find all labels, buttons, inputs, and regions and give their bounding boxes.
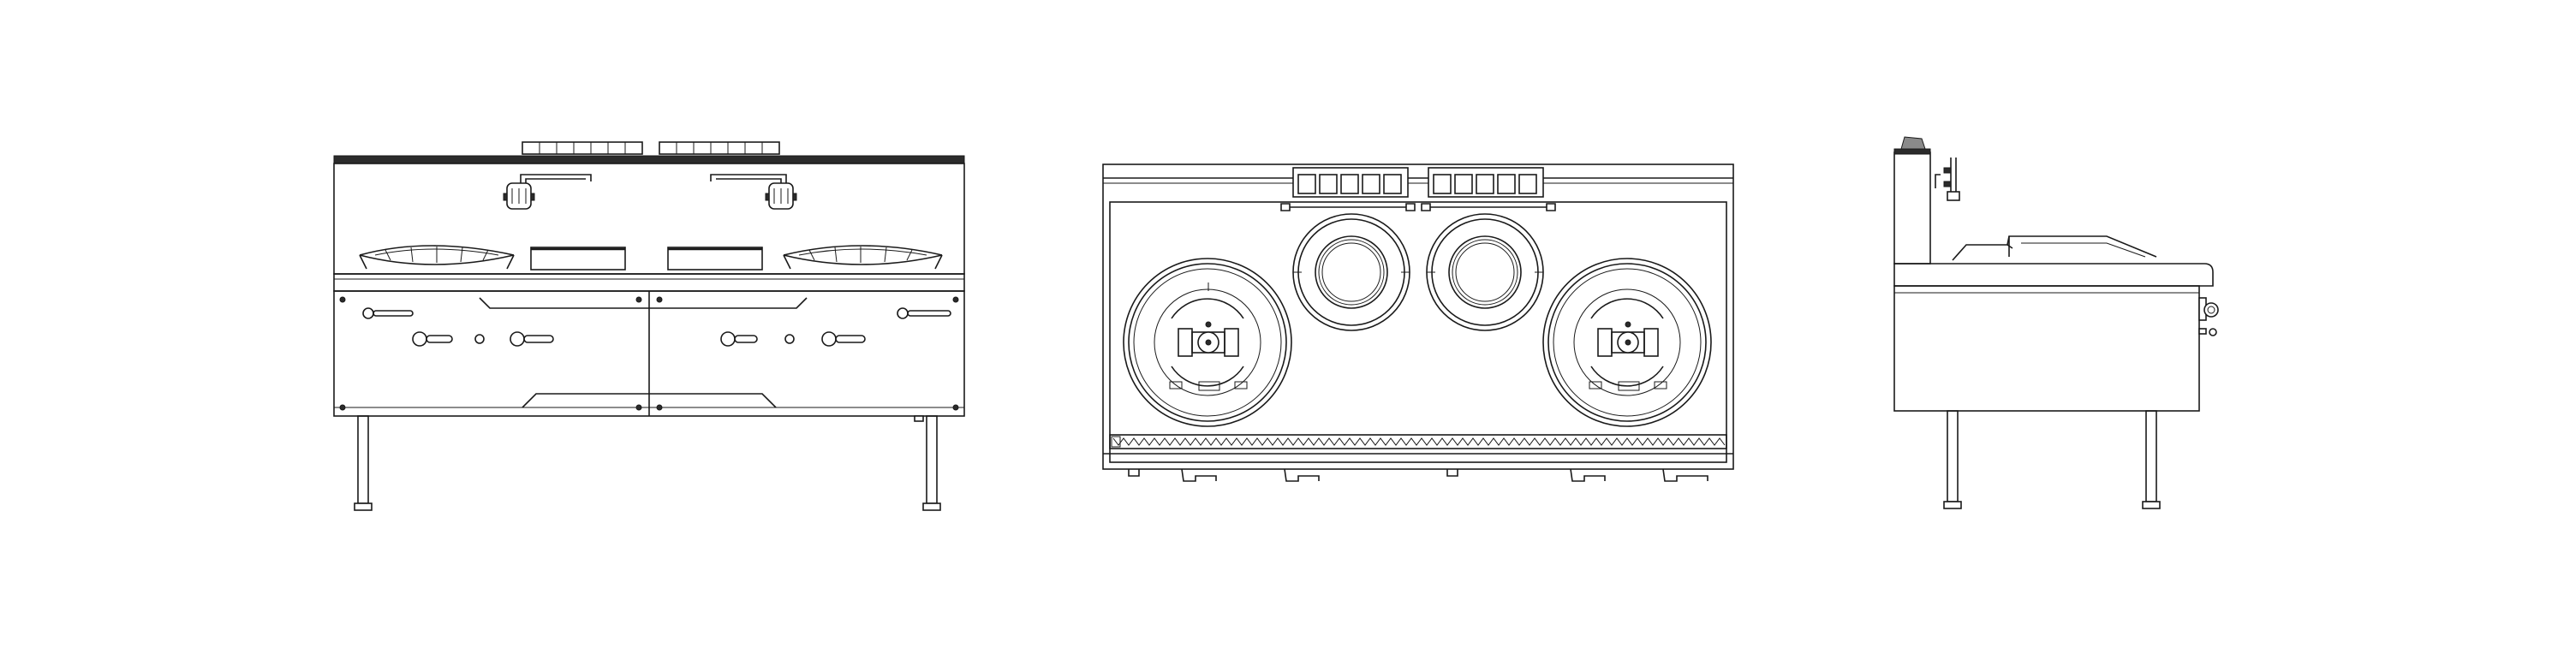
backsplash-top-bar bbox=[333, 155, 965, 164]
side-cap bbox=[1900, 136, 1926, 150]
top-view-outline bbox=[1102, 164, 1734, 470]
side-view bbox=[1893, 136, 2219, 509]
pot-left bbox=[530, 247, 626, 271]
side-wok bbox=[1952, 235, 2157, 261]
burner-large-right bbox=[1542, 258, 1712, 427]
wok-left bbox=[359, 245, 515, 270]
bracket-right bbox=[1421, 203, 1556, 211]
leg-right bbox=[922, 415, 941, 511]
leg-left bbox=[354, 415, 373, 511]
handle-left-2 bbox=[412, 331, 453, 347]
knob-right bbox=[784, 334, 795, 344]
pot-right bbox=[667, 247, 763, 271]
backsplash-panel bbox=[333, 163, 965, 275]
front-view bbox=[333, 141, 965, 511]
worktop bbox=[333, 273, 965, 292]
wok-right bbox=[783, 245, 943, 270]
control-block-right bbox=[1428, 167, 1544, 198]
cabinet-body bbox=[333, 290, 965, 417]
drain-fitting bbox=[914, 415, 924, 422]
top-grille-right bbox=[659, 141, 780, 155]
bracket-left bbox=[1280, 203, 1416, 211]
side-backsplash bbox=[1893, 152, 1931, 265]
burner-small-left bbox=[1292, 213, 1410, 331]
top-grille-left bbox=[522, 141, 643, 155]
handle-right-3 bbox=[897, 307, 951, 319]
side-leg-right bbox=[2142, 410, 2161, 509]
handle-right-2 bbox=[821, 331, 866, 347]
burner-small-right bbox=[1426, 213, 1544, 331]
knob-left bbox=[474, 334, 485, 344]
faucet-right bbox=[710, 174, 797, 210]
bottom-fittings bbox=[1128, 468, 1708, 482]
handle-left-1 bbox=[362, 307, 414, 319]
handle-left-3 bbox=[510, 331, 554, 347]
handle-right-1 bbox=[720, 331, 758, 347]
control-block-left bbox=[1292, 167, 1409, 198]
drain-grate bbox=[1109, 434, 1727, 449]
side-body bbox=[1893, 263, 2219, 412]
burner-large-left bbox=[1123, 258, 1292, 427]
top-view bbox=[1102, 164, 1734, 482]
faucet-left bbox=[503, 174, 592, 210]
side-leg-left bbox=[1943, 410, 1962, 509]
side-faucet bbox=[1935, 158, 1960, 201]
